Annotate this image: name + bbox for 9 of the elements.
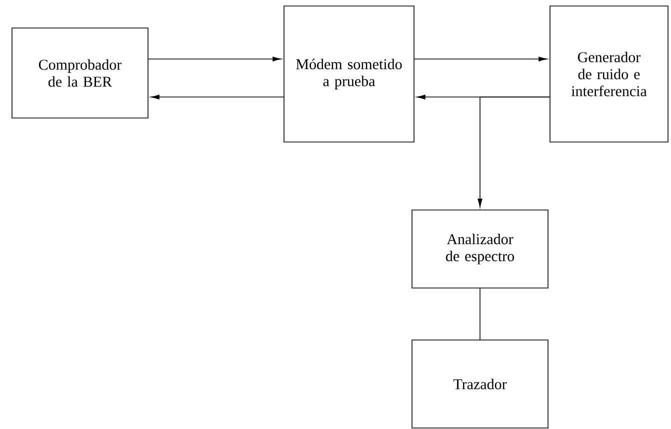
block-box: Generador de ruido e interferencia xyxy=(550,6,668,142)
arrow xyxy=(478,96,550,208)
arrow xyxy=(148,56,282,62)
block-box: Analizador de espectro xyxy=(412,210,548,288)
block-box: Comprobador de la BER xyxy=(12,28,148,118)
arrow xyxy=(150,94,284,100)
block-box: Trazador xyxy=(412,340,548,428)
arrow xyxy=(414,56,548,62)
block-box: Módem sometido a prueba xyxy=(284,6,414,142)
